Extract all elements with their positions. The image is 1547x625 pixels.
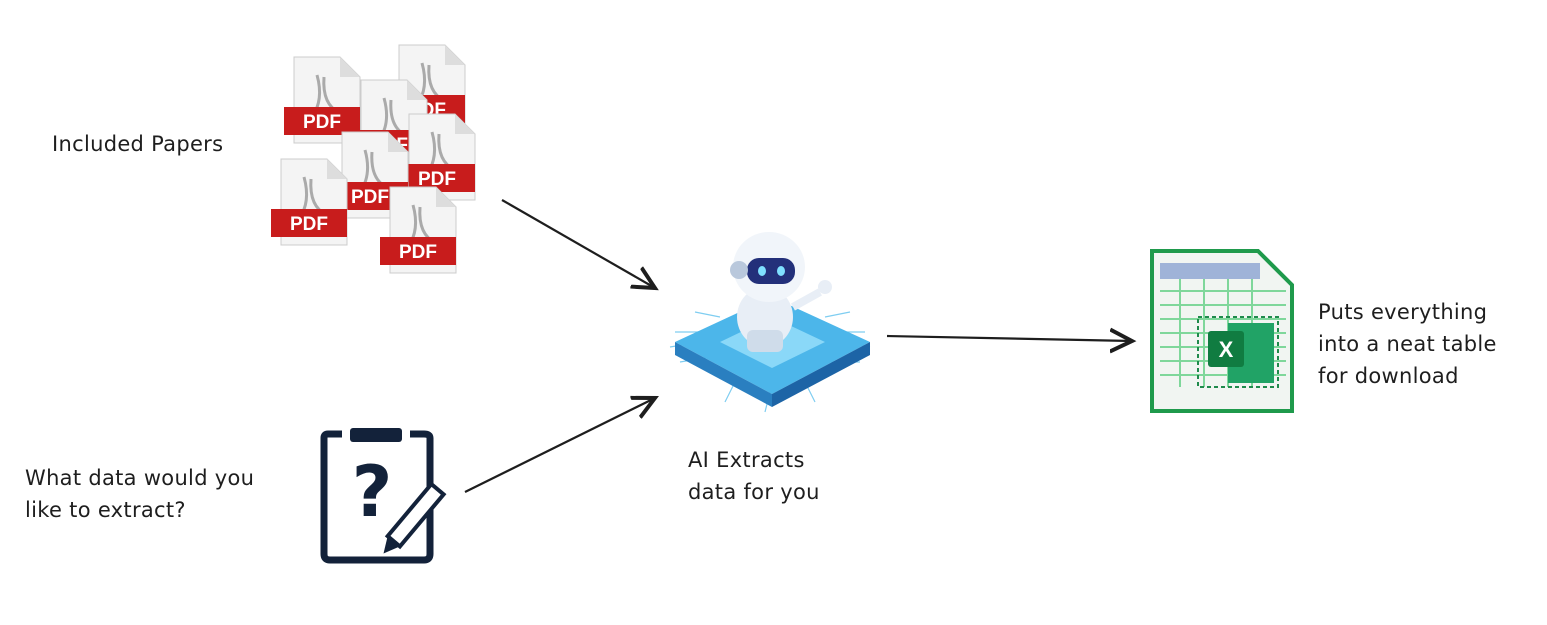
pdf-badge: PDF xyxy=(351,187,389,208)
pdf-file-icon: PDF xyxy=(378,185,458,277)
question-label: What data would you like to extract? xyxy=(25,466,255,522)
question-clipboard-icon: ? xyxy=(320,428,447,564)
included-papers-label: Included Papers xyxy=(52,132,224,156)
pdf-badge: PDF xyxy=(399,242,437,263)
output-label: Puts everything into a neat table for do… xyxy=(1318,300,1497,388)
pdf-file-icon: PDF xyxy=(269,157,349,249)
excel-spreadsheet-icon: X xyxy=(1150,249,1294,413)
svg-text:?: ? xyxy=(352,451,393,533)
pdf-file-icon: PDF xyxy=(282,55,362,147)
pdf-badge: PDF xyxy=(303,112,341,133)
excel-badge: X xyxy=(1219,337,1234,362)
arrow-ai-to-table xyxy=(886,336,1132,341)
pdf-badge: PDF xyxy=(418,169,456,190)
arrow-papers-to-ai xyxy=(501,199,655,288)
pdf-badge: PDF xyxy=(290,214,328,235)
ai-robot-icon xyxy=(669,232,871,413)
ai-extracts-label: AI Extracts data for you xyxy=(688,448,820,504)
pdf-file-icon: PDF xyxy=(397,112,477,204)
arrow-question-to-ai xyxy=(464,398,655,493)
